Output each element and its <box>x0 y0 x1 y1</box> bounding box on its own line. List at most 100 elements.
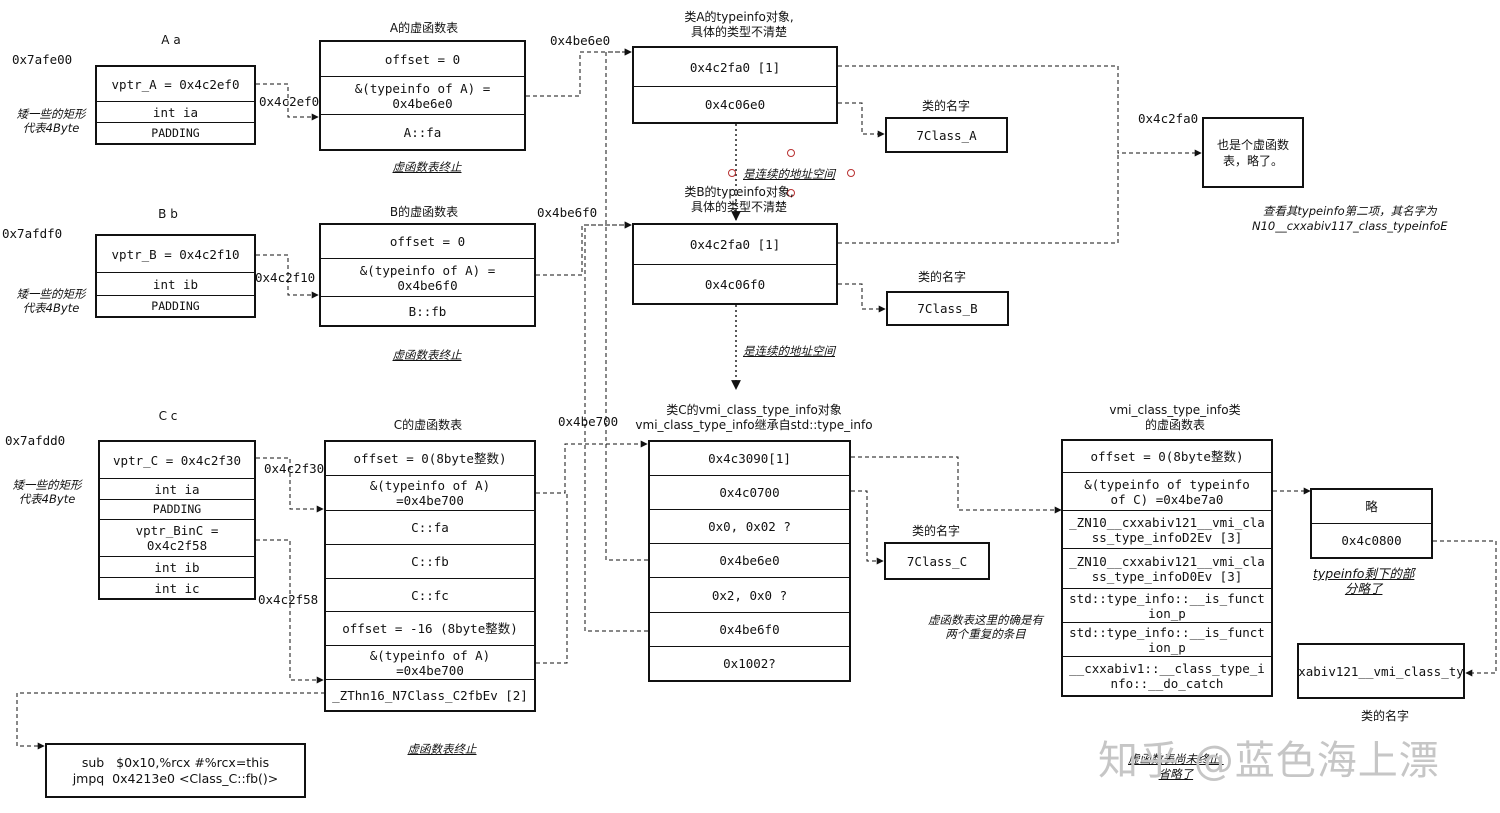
vmi-vtable-offset[interactable]: offset = 0(8byte整数) <box>1063 441 1271 473</box>
class-name-vmi[interactable]: N10__cxxabiv121__vmi_class_type_info <box>1297 643 1465 699</box>
vtable-C-fc[interactable]: C::fc <box>326 579 534 612</box>
vtable-C-typeinfo-ptr-2[interactable]: &(typeinfo of A) =0x4be700 <box>326 646 534 680</box>
typeinfo-B-title: 类B的typeinfo对象,具体的类型不清楚 <box>684 185 794 214</box>
object-A-title: A a <box>161 33 181 47</box>
typeinfo-C-flags[interactable]: 0x0, 0x02 ? <box>650 510 849 544</box>
object-C[interactable]: vptr_C = 0x4c2f30 int ia PADDING vptr_Bi… <box>98 440 256 600</box>
arrow-thunk-entry <box>16 692 325 750</box>
object-A-address: 0x7afe00 <box>12 52 73 67</box>
arrow-typeinfoA-name <box>838 102 885 138</box>
typeinfo-B[interactable]: 0x4c2fa0 [1] 0x4c06f0 <box>632 223 838 305</box>
vtable-A-offset[interactable]: offset = 0 <box>321 42 524 77</box>
object-A-padding[interactable]: PADDING <box>151 125 200 140</box>
object-B-title: B b <box>158 207 178 221</box>
vtable-A-typeinfo-ptr[interactable]: &(typeinfo of A) = 0x4be6e0 <box>321 77 524 115</box>
typeinfo-C-vptr[interactable]: 0x4c3090[1] <box>650 442 849 476</box>
thunk-code[interactable]: sub $0x10,%rcx #%rcx=this jmpq 0x4213e0 … <box>45 743 306 798</box>
object-B[interactable]: vptr_B = 0x4c2f10 int ib PADDING <box>95 234 256 318</box>
object-A-field[interactable]: int ia <box>97 102 254 123</box>
selection-handle <box>728 169 736 177</box>
typeinfo-A[interactable]: 0x4c2fa0 [1] 0x4c06e0 <box>632 46 838 124</box>
vtable-C-pointer-label-2: 0x4c2f58 <box>258 592 319 607</box>
class-name-A-label: 类的名字 <box>921 99 971 113</box>
vtable-A-title: A的虚函数表 <box>389 21 459 35</box>
object-A-vptr[interactable]: vptr_A = 0x4c2ef0 <box>97 67 254 102</box>
object-B-address: 0x7afdf0 <box>2 226 63 241</box>
class-name-B-label: 类的名字 <box>917 270 967 284</box>
typeinfo-A-name-ptr[interactable]: 0x4c06e0 <box>704 97 766 112</box>
vtable-C-thunk[interactable]: _ZThn16_N7Class_C2fbEv [2] <box>332 687 528 703</box>
vmi-vtable-d2[interactable]: _ZN10__cxxabiv121__vmi_class_type_infoD2… <box>1063 511 1271 549</box>
typeinfo-B-vptr[interactable]: 0x4c2fa0 [1] <box>634 225 836 265</box>
class-name-vmi-label: 类的名字 <box>1360 709 1410 723</box>
object-A[interactable]: vptr_A = 0x4c2ef0 int ia PADDING <box>95 65 256 145</box>
vtable-C-offset-2[interactable]: offset = -16 (8byte整数) <box>326 612 534 646</box>
vtable-B-title: B的虚函数表 <box>389 205 459 219</box>
vtable-C-end: 虚函数表终止 <box>407 742 477 756</box>
typeinfo-C-name-ptr[interactable]: 0x4c0700 <box>650 476 849 510</box>
typeinfo-rest-name-ptr[interactable]: 0x4c0800 <box>1341 533 1402 548</box>
vtable-A-fa[interactable]: A::fa <box>403 124 442 140</box>
selection-handle <box>847 169 855 177</box>
thunk-line-2: jmpq 0x4213e0 <Class_C::fb()> <box>72 770 279 786</box>
vtable-B-offset[interactable]: offset = 0 <box>321 225 534 259</box>
class-name-A[interactable]: 7Class_A <box>885 117 1008 153</box>
vmi-vtable-do-catch[interactable]: __cxxabiv1::__class_type_info::__do_catc… <box>1069 661 1265 691</box>
watermark: 知乎 @蓝色海上漂 <box>1098 738 1440 784</box>
vtable-C-typeinfo-ptr[interactable]: &(typeinfo of A) =0x4be700 <box>326 476 534 511</box>
object-B-padding[interactable]: PADDING <box>151 298 200 313</box>
typeinfo-A-vptr[interactable]: 0x4c2fa0 [1] <box>634 48 836 87</box>
object-C-vptr-BinC[interactable]: vptr_BinC = 0x4c2f58 <box>100 520 254 557</box>
arrow-vptrB-to-vtableB <box>256 254 319 299</box>
vtable-B-typeinfo-ptr[interactable]: &(typeinfo of A) = 0x4be6f0 <box>321 259 534 297</box>
vmi-vtable-is-function-2[interactable]: std::type_info::__is_function_p <box>1063 623 1271 657</box>
typeinfo-C-base-A[interactable]: 0x4be6e0 <box>650 544 849 578</box>
vmi-vtable[interactable]: offset = 0(8byte整数) &(typeinfo of typein… <box>1061 439 1273 697</box>
vtable-C-fa[interactable]: C::fa <box>326 511 534 545</box>
object-A-note: 矮一些的矩形代表4Byte <box>16 107 86 135</box>
selection-handle <box>787 189 795 197</box>
vtable-B-fb[interactable]: B::fb <box>408 303 447 319</box>
typeinfo-C[interactable]: 0x4c3090[1] 0x4c0700 0x0, 0x02 ? 0x4be6e… <box>648 440 851 682</box>
arrow-rest-to-vmi-name <box>1433 540 1497 677</box>
line-typeinfoB-to-fa0 <box>838 153 1119 244</box>
object-C-address: 0x7afdd0 <box>5 433 66 448</box>
vtable-C-title: C的虚函数表 <box>393 418 463 432</box>
object-B-vptr[interactable]: vptr_B = 0x4c2f10 <box>97 236 254 273</box>
object-C-padding[interactable]: PADDING <box>100 500 254 520</box>
continuous-note-1: 是连续的地址空间 <box>743 167 835 181</box>
arrow-baseB-to-typeinfoB <box>584 221 648 632</box>
fa0-box[interactable]: 也是个虚函数表，略了。 <box>1202 117 1304 188</box>
typeinfo-A-title: 类A的typeinfo对象,具体的类型不清楚 <box>684 10 794 39</box>
typeinfo-C-base-B[interactable]: 0x4be6f0 <box>650 613 849 647</box>
arrow-typeinfoC-name <box>851 490 884 565</box>
vmi-vtable-end-note: 虚函数表尚未终止,省略了 <box>1128 752 1224 781</box>
class-name-B[interactable]: 7Class_B <box>886 291 1009 326</box>
vmi-vtable-is-function-1[interactable]: std::type_info::__is_function_p <box>1063 589 1271 623</box>
object-C-note: 矮一些的矩形代表4Byte <box>12 478 82 506</box>
class-name-C[interactable]: 7Class_C <box>884 542 990 580</box>
typeinfo-rest-omitted[interactable]: 略 <box>1312 490 1431 524</box>
object-C-field-ib[interactable]: int ib <box>100 557 254 578</box>
vmi-vtable-title: vmi_class_type_info类的虚函数表 <box>1109 403 1241 432</box>
vtable-B[interactable]: offset = 0 &(typeinfo of A) = 0x4be6f0 B… <box>319 223 536 327</box>
typeinfo-rest[interactable]: 略 0x4c0800 <box>1310 488 1433 559</box>
object-B-field[interactable]: int ib <box>97 273 254 296</box>
object-C-field-ic[interactable]: int ic <box>154 580 200 596</box>
vtable-C-fb[interactable]: C::fb <box>326 545 534 579</box>
vtable-B-pointer-label: 0x4c2f10 <box>255 270 316 285</box>
object-C-field-ia[interactable]: int ia <box>100 479 254 500</box>
class-name-C-label: 类的名字 <box>911 524 961 538</box>
vmi-vtable-typeinfo-ptr[interactable]: &(typeinfo of typeinfo of C) =0x4be7a0 <box>1063 473 1271 511</box>
vtable-C[interactable]: offset = 0(8byte整数) &(typeinfo of A) =0x… <box>324 440 536 712</box>
vtable-A[interactable]: offset = 0 &(typeinfo of A) = 0x4be6e0 A… <box>319 40 526 151</box>
typeinfo-C-base-B-offset[interactable]: 0x1002? <box>723 656 776 671</box>
typeinfo-A-address: 0x4be6e0 <box>550 33 611 48</box>
typeinfo-B-name-ptr[interactable]: 0x4c06f0 <box>704 276 766 292</box>
vmi-vtable-d0[interactable]: _ZN10__cxxabiv121__vmi_class_type_infoD0… <box>1063 549 1271 589</box>
vtable-C-offset[interactable]: offset = 0(8byte整数) <box>326 442 534 476</box>
typeinfo-C-base-A-offset[interactable]: 0x2, 0x0 ? <box>650 578 849 613</box>
line-vtableC-second-typeinfo <box>536 493 568 664</box>
object-C-vptr[interactable]: vptr_C = 0x4c2f30 <box>100 442 254 479</box>
